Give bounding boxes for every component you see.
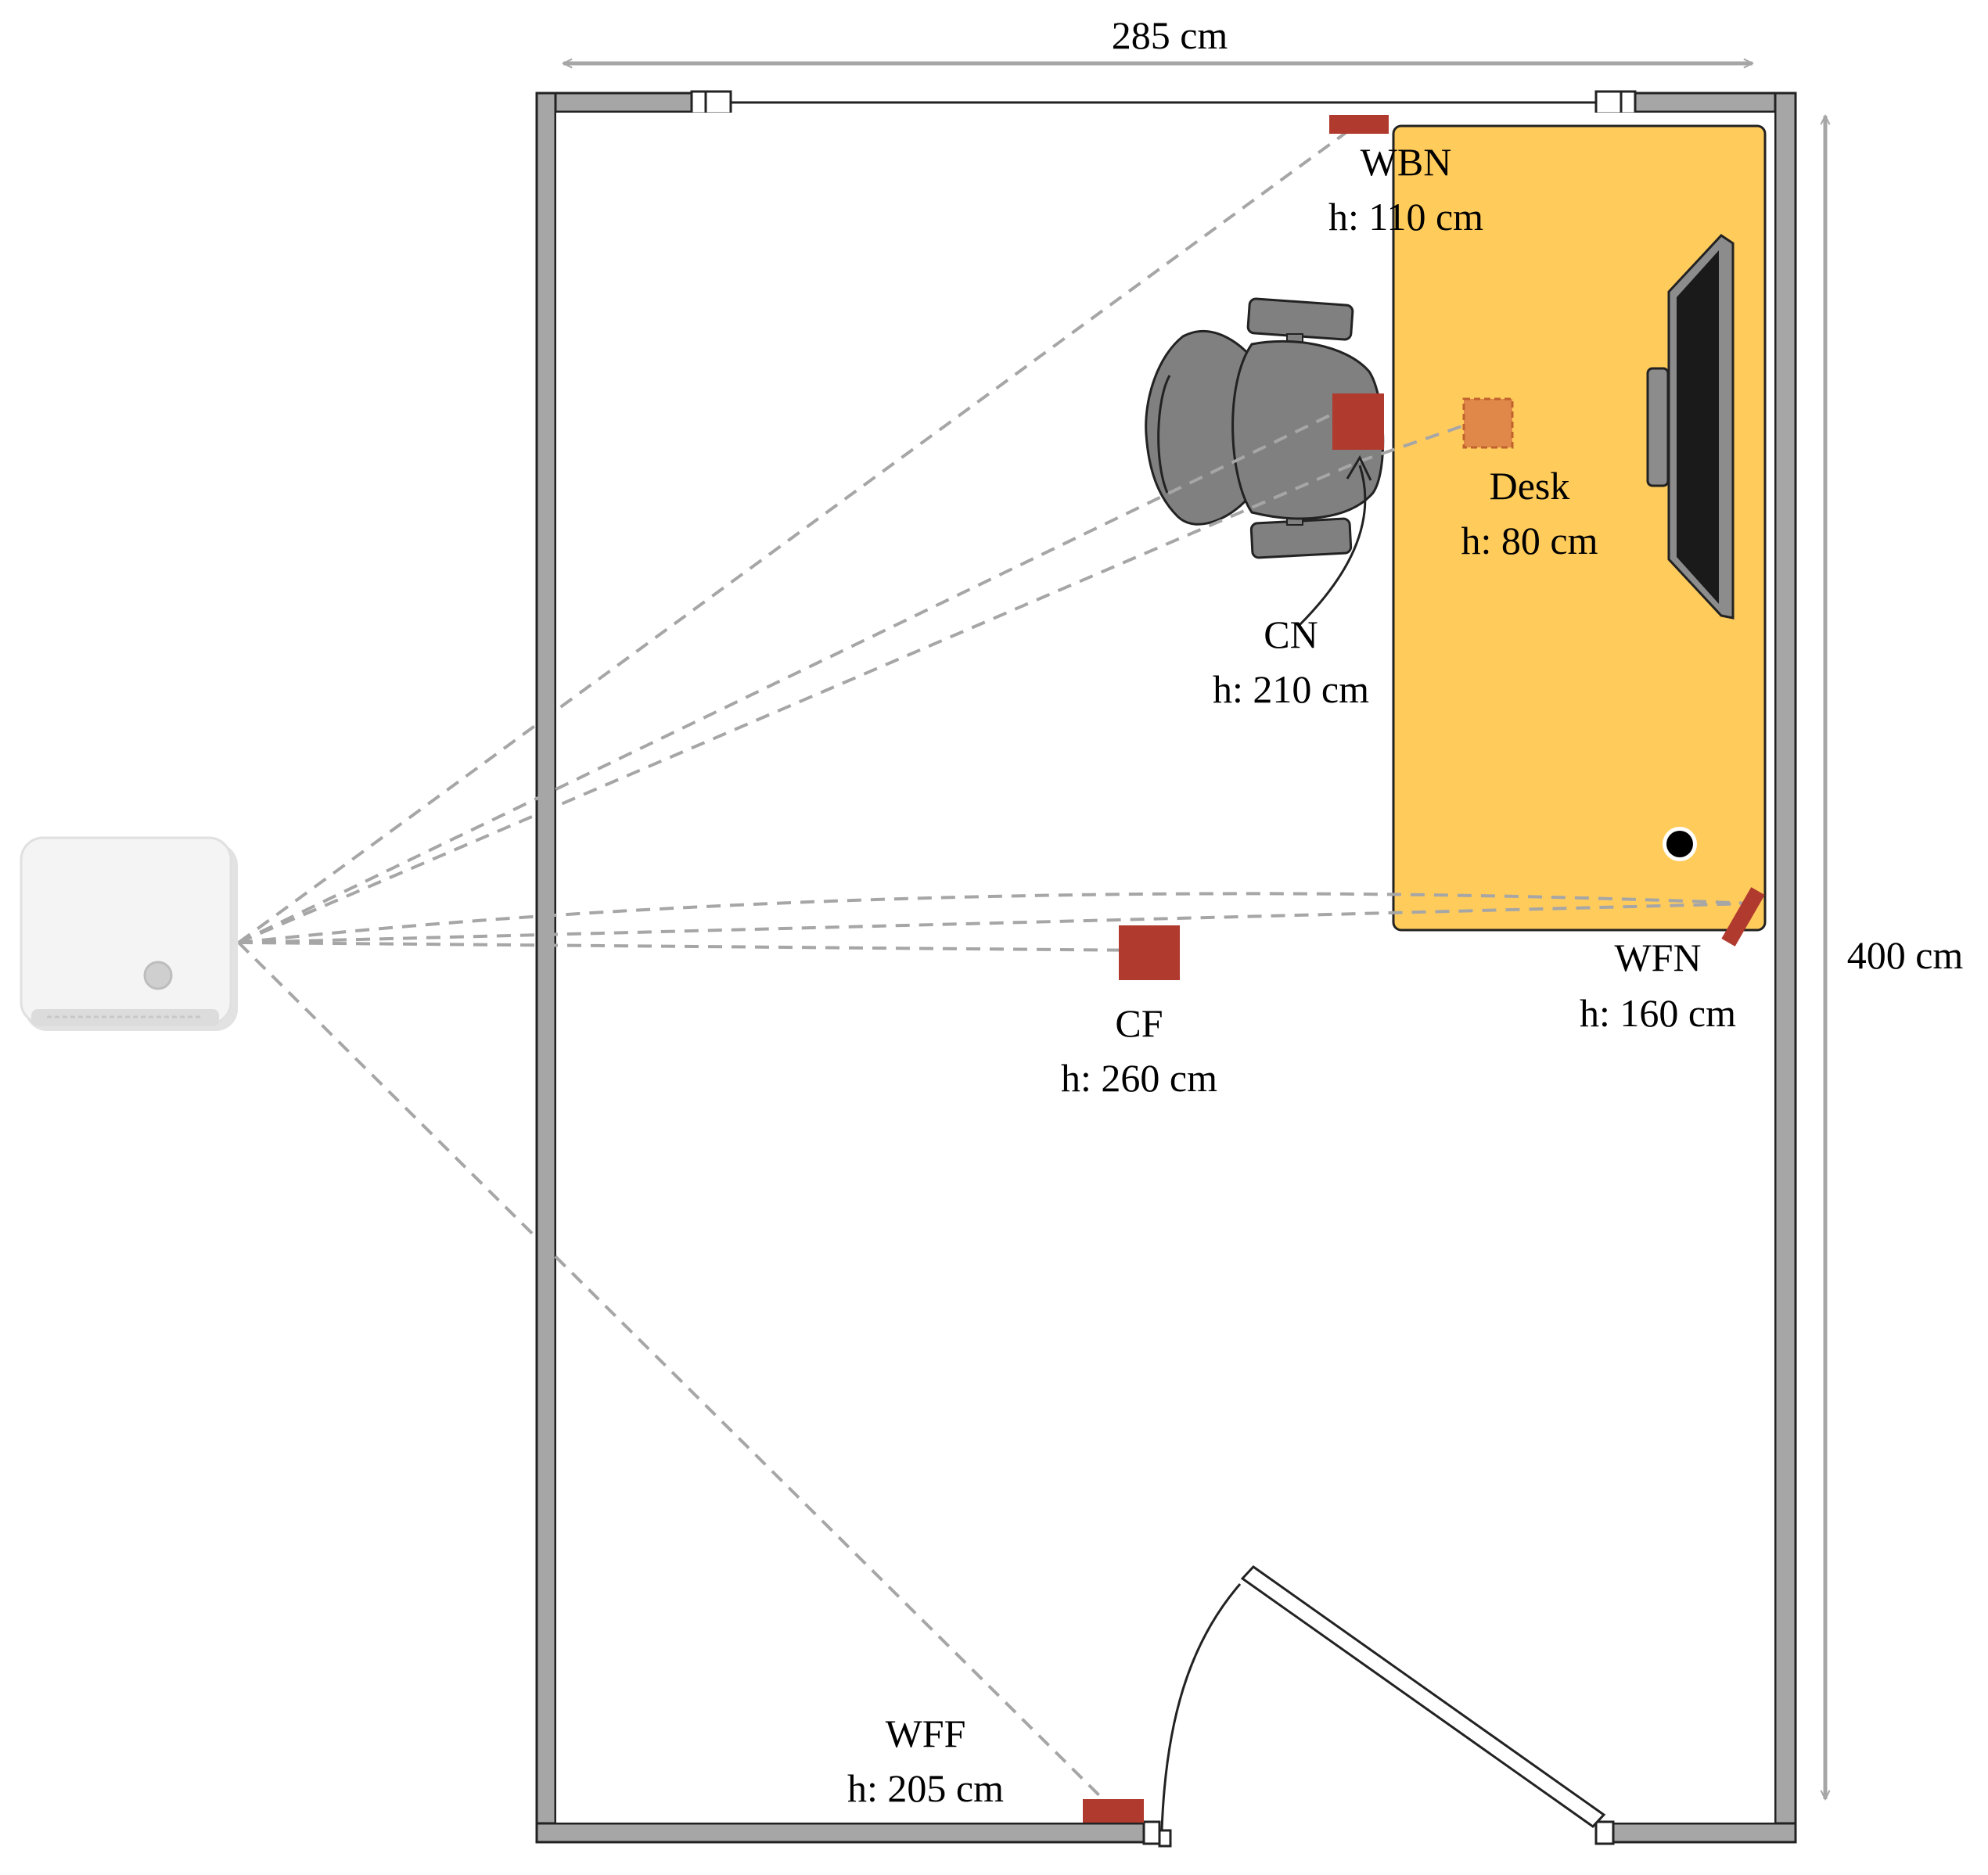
desk-name: Desk [1490,464,1570,508]
door [1160,1565,1606,1831]
sight-line-wfn [238,902,1753,944]
height-label: 400 cm [1847,933,1964,977]
wbn-name: WBN [1361,140,1452,184]
sensors [1083,115,1765,1823]
sight-line-cn-desk [1358,422,1472,463]
desk [1392,124,1767,932]
sensor-cf-marker [1119,925,1180,980]
door-leaf [1240,1565,1606,1828]
sight-line-cn-1 [238,400,1360,944]
base-device-body [20,836,232,1026]
door-swing-arc [1160,1583,1242,1831]
office-chair [1145,297,1385,559]
sensor-cn-marker [1332,393,1384,450]
base-device [20,836,238,1031]
desk-height: h: 80 cm [1461,519,1598,562]
wfn-height: h: 160 cm [1580,991,1736,1035]
sensor-desk-marker [1462,397,1514,449]
cn-pointer [1297,454,1372,627]
sight-line-wff [237,941,1113,1809]
chair-backrest [1145,330,1261,526]
wbn-height: h: 110 cm [1328,195,1483,239]
sensor-wfn-marker [1721,887,1765,946]
sensor-wff-marker [1083,1799,1144,1823]
width-label: 285 cm [1112,13,1228,57]
monitor [1646,234,1735,620]
sight-line-cn-2 [238,460,1360,944]
sight-line-wfn-arc [238,892,1753,944]
wff-height: h: 205 cm [847,1766,1004,1810]
cf-height: h: 260 cm [1061,1056,1217,1100]
chair-seat [1231,339,1385,520]
sensor-wbn-marker [1329,115,1389,134]
wfn-name: WFN [1614,936,1701,979]
width-dimension: 285 cm [563,13,1753,63]
sight-line-wbn [237,124,1357,944]
labels: WBN h: 110 cm Desk h: 80 cm CN h: 210 cm… [847,140,1736,1810]
sight-line-cf [238,941,1151,952]
wff-name: WFF [886,1712,966,1755]
cn-height: h: 210 cm [1213,667,1369,711]
cn-name: CN [1264,612,1318,656]
height-dimension: 400 cm [1825,116,1963,1799]
sight-lines [237,124,1753,1809]
base-device-led-icon [143,961,173,990]
cf-name: CF [1115,1001,1163,1045]
